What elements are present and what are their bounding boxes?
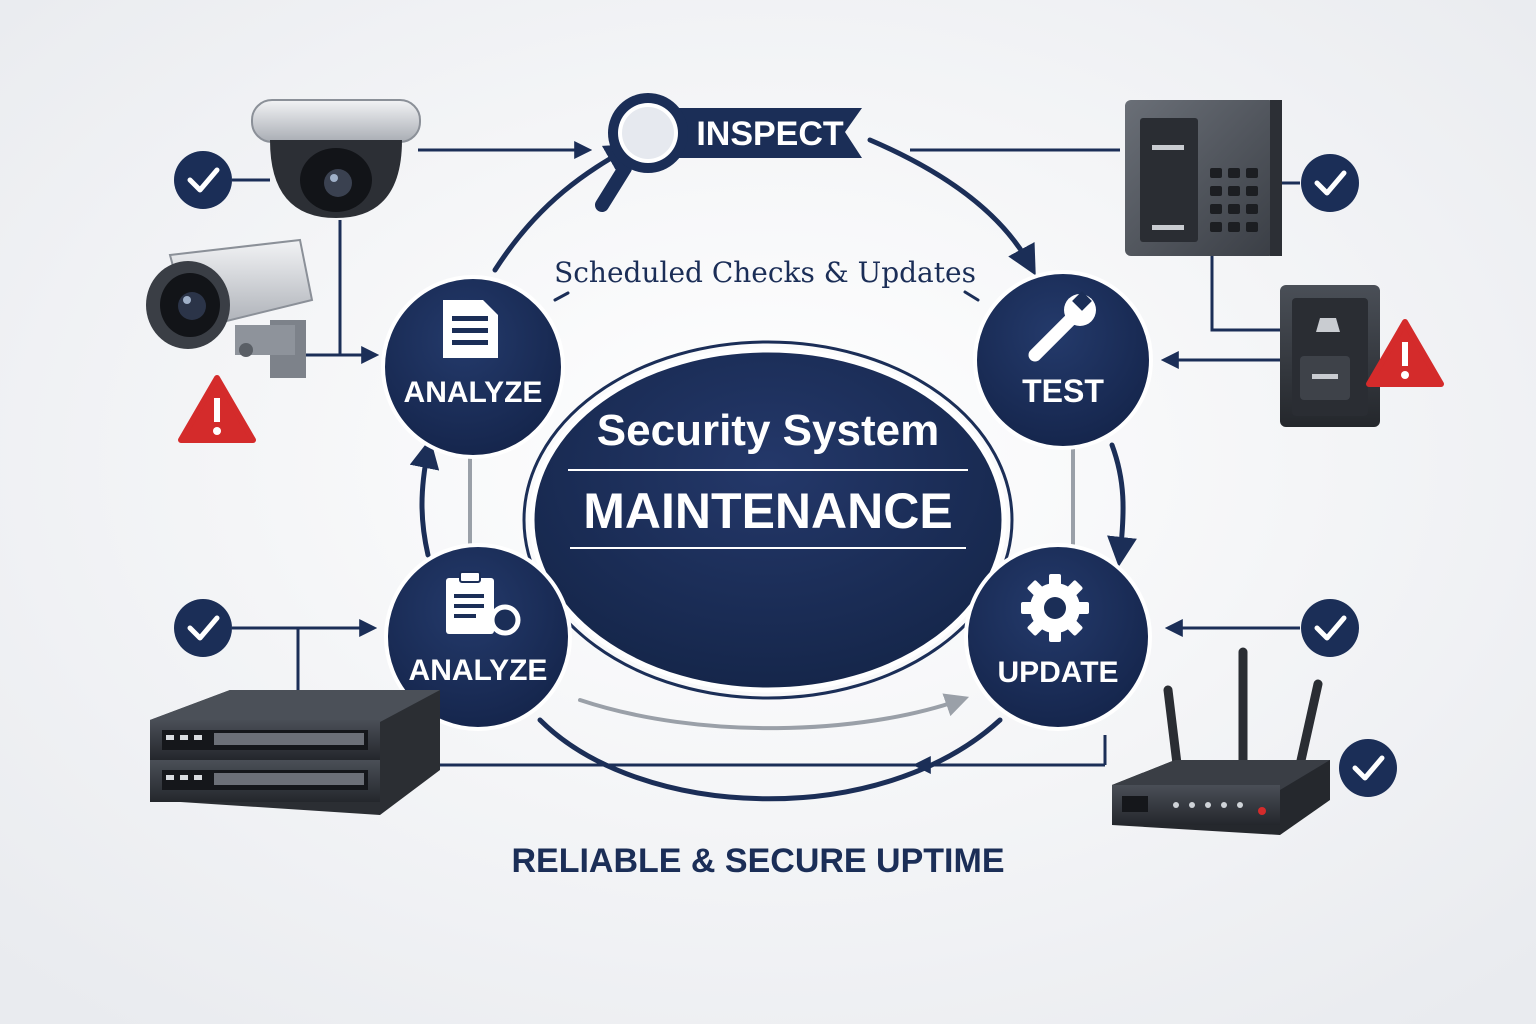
cycle-arcs <box>409 137 1137 802</box>
network-switch <box>150 690 440 815</box>
wrench-icon <box>1028 291 1096 362</box>
access-keypad <box>1125 100 1282 256</box>
check-icon <box>1301 154 1359 212</box>
center-title-line2: MAINTENANCE <box>583 483 952 539</box>
magnifier-icon <box>595 93 688 212</box>
warning-icon <box>1366 319 1444 387</box>
clipboard-icon <box>446 571 521 636</box>
router <box>1112 647 1330 835</box>
arc-caption: Scheduled Checks & Updates <box>554 256 976 289</box>
analyze-bottom-label: ANALYZE <box>409 654 548 687</box>
check-icon <box>174 151 232 209</box>
check-icon <box>174 599 232 657</box>
analyze-bottom-step: ANALYZE <box>384 543 572 731</box>
dash-caption-right <box>963 290 980 302</box>
footer-tagline: RELIABLE & SECURE UPTIME <box>511 842 1004 880</box>
inspect-step: INSPECT <box>595 93 862 212</box>
arc-analyze-to-analyze <box>409 438 440 558</box>
inspect-label: INSPECT <box>696 115 844 153</box>
check-icon <box>1301 599 1359 657</box>
arc-analyze-to-inspect <box>492 144 636 273</box>
test-label: TEST <box>1022 373 1104 409</box>
update-step: UPDATE <box>964 543 1152 731</box>
arc-bottom-inner <box>578 693 970 731</box>
analyze-top-step: ANALYZE <box>381 275 565 459</box>
test-step: TEST <box>973 270 1153 450</box>
dome-camera <box>251 99 421 218</box>
inspect-banner <box>650 108 862 158</box>
document-icon <box>443 300 498 358</box>
analyze-top-label: ANALYZE <box>404 376 543 409</box>
bullet-camera <box>146 238 314 378</box>
center-hub: Security System MAINTENANCE <box>522 340 1014 700</box>
arc-bottom-lower <box>537 717 1003 802</box>
card-reader <box>1280 285 1380 427</box>
check-icon <box>1339 739 1397 797</box>
gear-icon <box>1021 574 1089 642</box>
arc-inspect-to-test <box>867 137 1036 276</box>
dash-caption-left <box>553 291 570 302</box>
warning-icon <box>178 375 256 443</box>
update-label: UPDATE <box>997 656 1118 689</box>
arc-test-to-update <box>1107 442 1137 567</box>
connectors <box>232 141 1300 774</box>
center-title-line1: Security System <box>597 406 939 455</box>
